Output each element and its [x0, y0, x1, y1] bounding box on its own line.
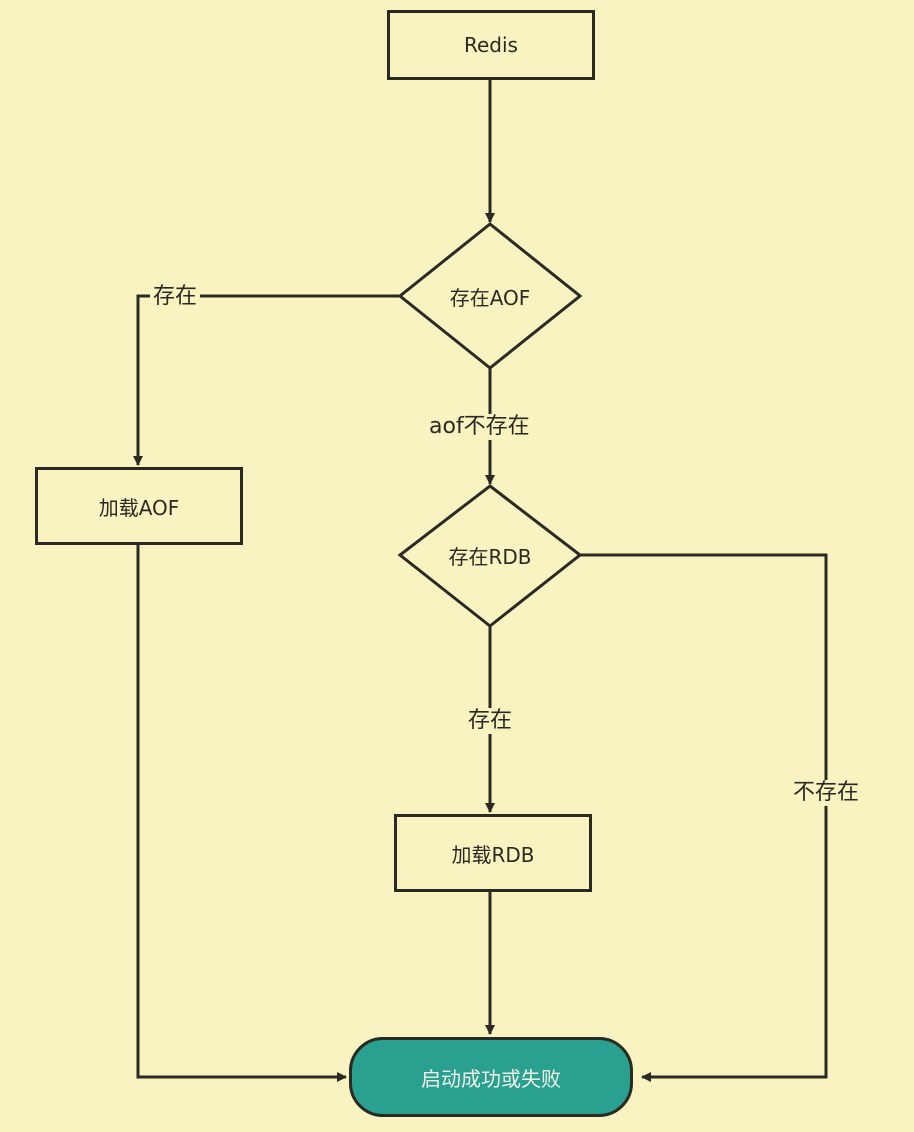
edge-label-rdb-exists: 存在	[465, 708, 516, 735]
edge-check-aof-to-load-aof	[133, 294, 400, 466]
edge-load-aof-to-end	[136, 545, 347, 1082]
terminal-fill	[349, 1037, 633, 1117]
edge-check-rdb-to-end	[580, 553, 828, 1082]
load-rdb-node: 加载RDB	[394, 814, 592, 892]
decision-diamond-aof	[397, 222, 583, 370]
start-node-label: Redis	[464, 33, 518, 57]
end-node: 启动成功或失败	[349, 1037, 633, 1117]
end-node-label: 启动成功或失败	[421, 1066, 561, 1091]
check-rdb-label: 存在RDB	[448, 544, 532, 569]
start-node: Redis	[387, 10, 595, 80]
load-aof-node: 加载AOF	[35, 467, 243, 545]
edge-label-rdb-missing: 不存在	[790, 780, 863, 807]
load-rdb-label: 加载RDB	[451, 842, 535, 867]
load-aof-label: 加载AOF	[98, 495, 180, 520]
check-aof-label: 存在AOF	[449, 285, 531, 310]
edge-label-aof-exists: 存在	[150, 284, 201, 311]
edge-label-aof-missing: aof不存在	[426, 414, 533, 441]
decision-diamond-rdb	[397, 484, 583, 628]
